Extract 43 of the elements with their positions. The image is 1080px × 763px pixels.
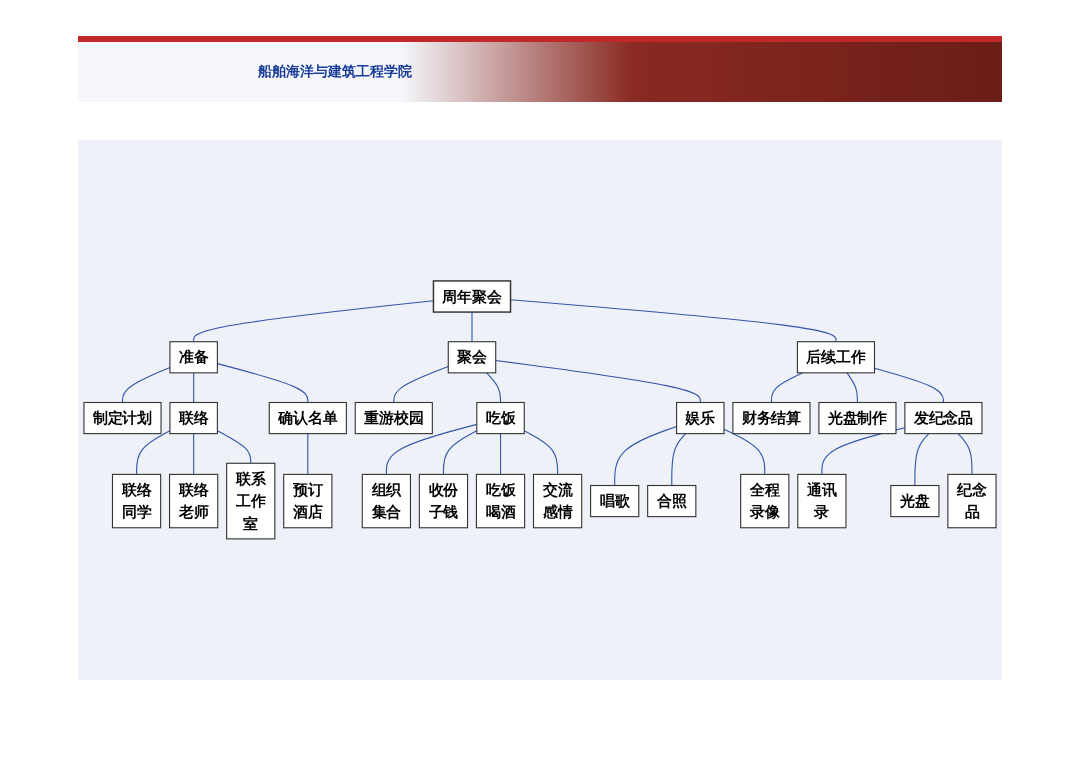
node-box: 聚会: [447, 341, 497, 374]
connector: [846, 372, 858, 404]
connector: [495, 359, 701, 404]
node-box: 后续工作: [796, 341, 876, 374]
connector: [914, 433, 930, 487]
connector: [193, 372, 195, 404]
node-box: 光盘制作: [818, 402, 897, 435]
node-box: 周年聚会: [432, 280, 512, 313]
node-box: 财务结算: [732, 402, 811, 435]
node-box: 预订酒店: [283, 473, 333, 529]
header-label: 船舶海洋与建筑工程学院: [258, 63, 412, 81]
node-box: 通讯录: [797, 473, 847, 529]
node-box: 交流感情: [532, 473, 583, 529]
node-box: 联系工作室: [226, 462, 276, 540]
node-box: 联络老师: [169, 473, 219, 529]
node-box: 吃饭: [476, 402, 525, 435]
node-box: 组织集合: [361, 473, 412, 529]
node-box: 收份子钱: [418, 473, 469, 529]
node-box: 联络同学: [111, 473, 162, 529]
node-box: 全程录像: [740, 473, 790, 529]
connector: [510, 299, 837, 343]
connector: [193, 433, 195, 476]
connector: [193, 300, 434, 343]
node-box: 吃饭喝酒: [475, 473, 526, 529]
node-box: 纪念品: [947, 473, 997, 529]
node-box: 发纪念品: [904, 402, 983, 435]
node-box: 唱歌: [590, 485, 640, 518]
connector: [957, 433, 973, 476]
connector: [671, 433, 687, 487]
node-box: 娱乐: [676, 402, 725, 435]
connector: [486, 372, 502, 404]
connector: [499, 433, 502, 476]
node-box: 重游校园: [354, 402, 433, 435]
node-box: 光盘: [890, 485, 940, 518]
node-box: 确认名单: [268, 402, 347, 435]
connector: [770, 372, 804, 404]
connector: [307, 433, 309, 476]
node-box: 准备: [169, 341, 218, 374]
node-box: 联络: [169, 402, 218, 435]
node-box: 合照: [647, 485, 697, 518]
node-box: 制定计划: [83, 402, 162, 435]
connector: [393, 366, 449, 404]
connector: [471, 311, 473, 343]
